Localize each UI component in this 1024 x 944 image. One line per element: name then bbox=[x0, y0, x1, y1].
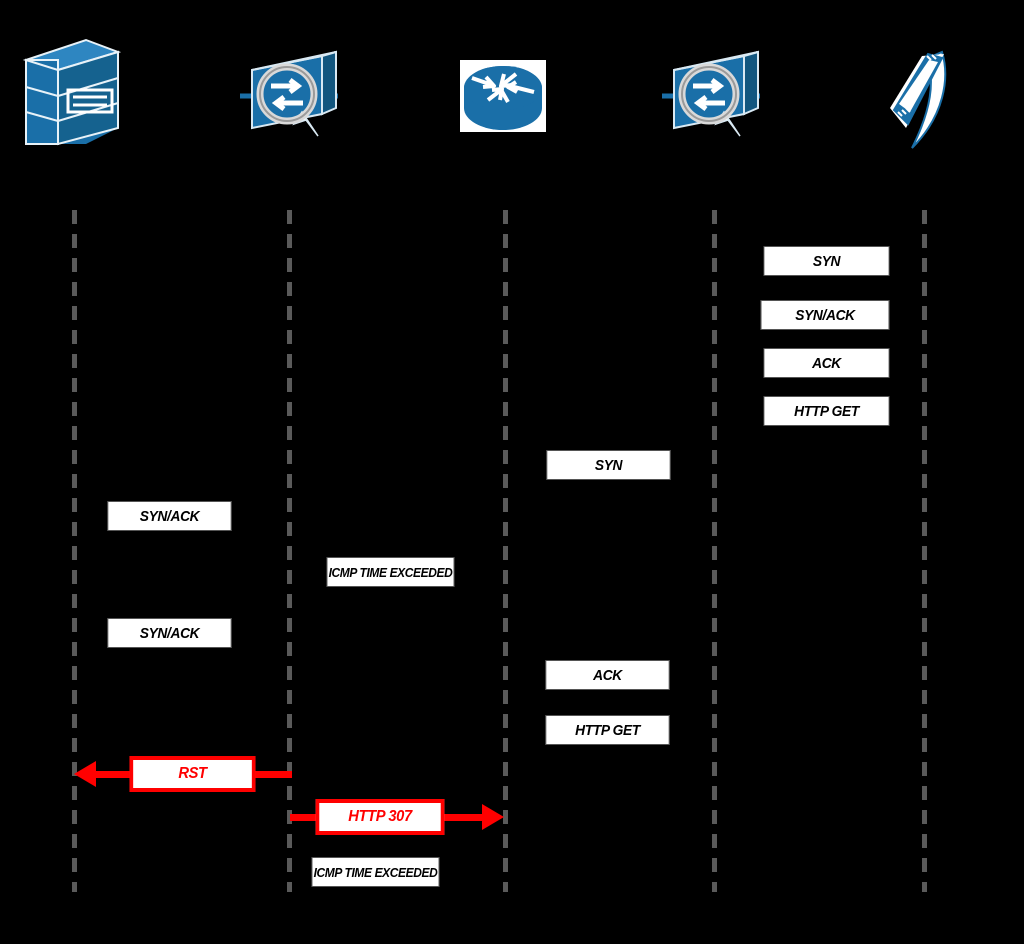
lifeline-router bbox=[503, 210, 508, 892]
message-box-http307: HTTP 307 bbox=[315, 799, 445, 835]
node-firewall2[interactable] bbox=[660, 50, 780, 180]
node-router[interactable] bbox=[452, 52, 572, 182]
message-arrow-head bbox=[74, 761, 96, 787]
message-box: SYN/ACK bbox=[760, 300, 890, 330]
message-box: ICMP TIME EXCEEDED bbox=[311, 857, 440, 887]
message-box: ACK bbox=[763, 348, 890, 378]
node-firewall1[interactable] bbox=[238, 50, 358, 180]
message-box: SYN/ACK bbox=[107, 501, 232, 531]
server-icon bbox=[18, 32, 138, 152]
message-box: SYN/ACK bbox=[107, 618, 232, 648]
node-server[interactable] bbox=[18, 32, 138, 162]
lifeline-firewall1 bbox=[287, 210, 292, 892]
message-box: SYN bbox=[546, 450, 671, 480]
message-arrow-head bbox=[482, 804, 504, 830]
lifeline-firewall2 bbox=[712, 210, 717, 892]
message-box-rst: RST bbox=[129, 756, 256, 792]
node-client[interactable] bbox=[872, 42, 992, 172]
lifeline-client bbox=[922, 210, 927, 892]
message-box: ICMP TIME EXCEEDED bbox=[326, 557, 455, 587]
lifeline-server bbox=[72, 210, 77, 892]
message-box: SYN bbox=[763, 246, 890, 276]
mobile-device-icon bbox=[872, 42, 992, 157]
message-box: ACK bbox=[545, 660, 670, 690]
message-box: HTTP GET bbox=[545, 715, 670, 745]
router-icon bbox=[452, 52, 572, 142]
packet-inspector-icon bbox=[238, 50, 358, 145]
packet-inspector-icon bbox=[660, 50, 780, 145]
message-box: HTTP GET bbox=[763, 396, 890, 426]
